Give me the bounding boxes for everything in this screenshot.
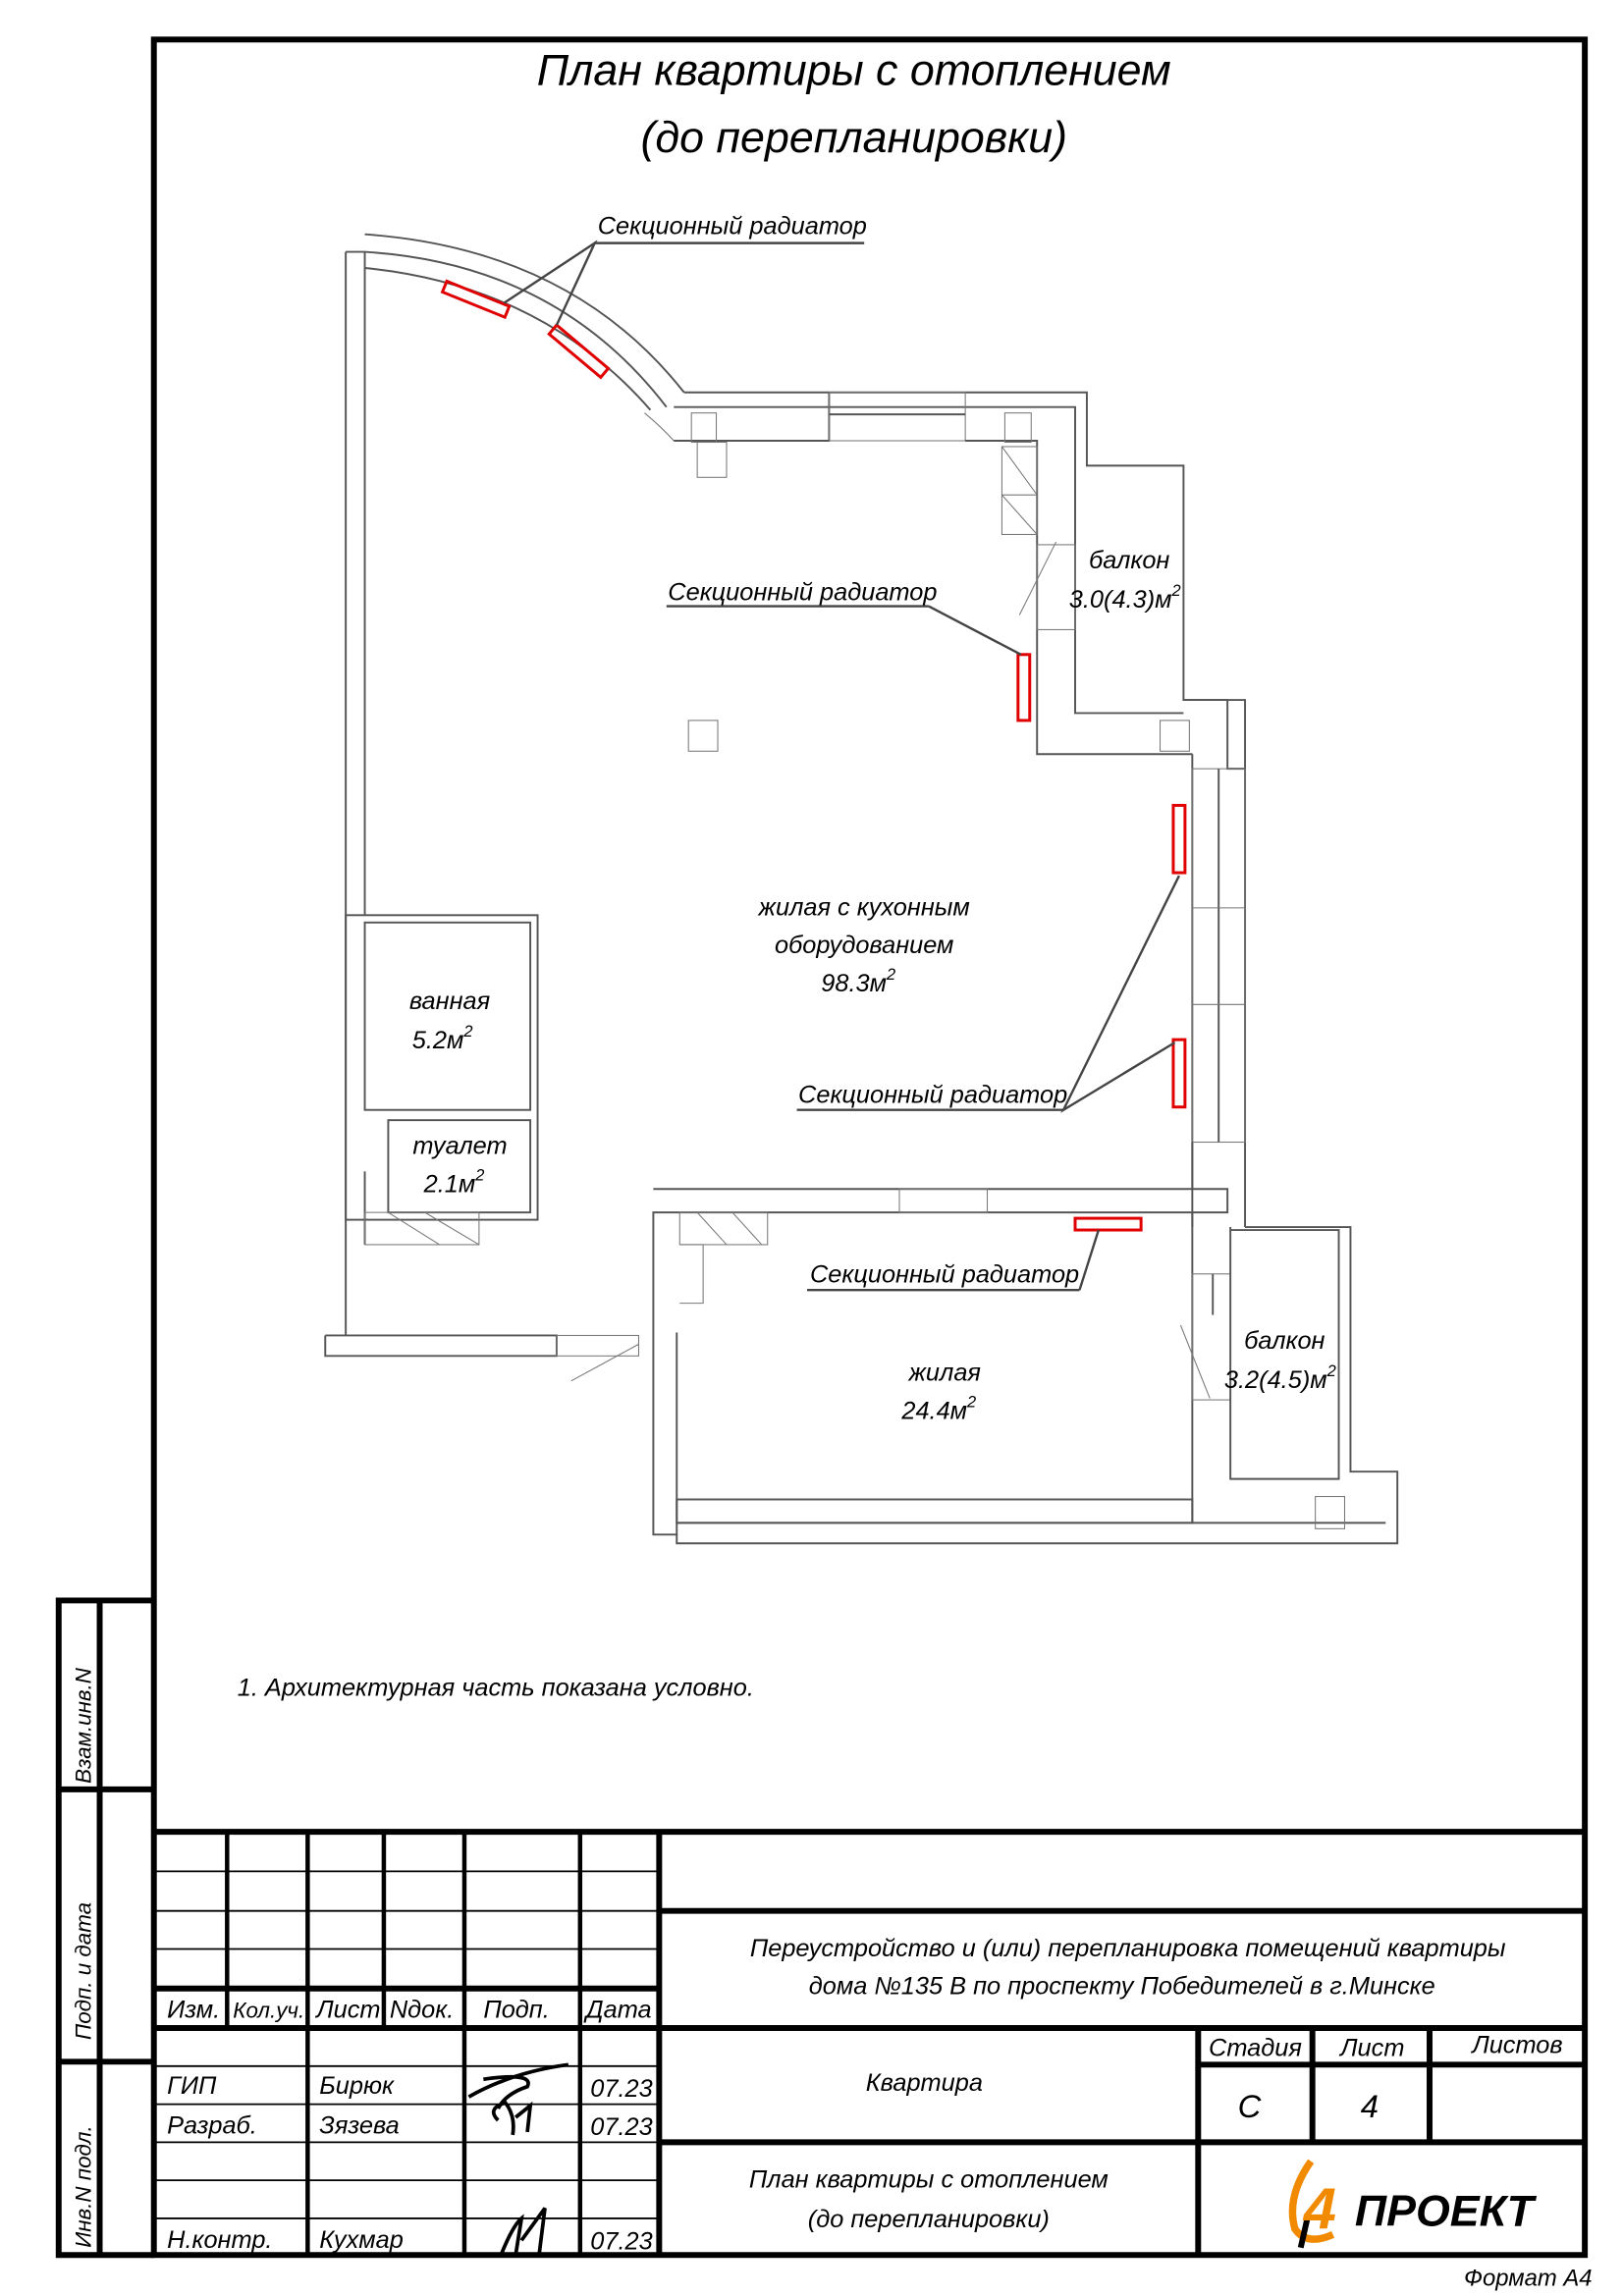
sheet-frame — [150, 36, 1589, 2259]
header-izm: Изм. — [167, 1997, 220, 2024]
radiator-6 — [1073, 1216, 1143, 1232]
header-podp: Подп. — [483, 1997, 549, 2024]
project-line1: Переустройство и (или) перепланировка по… — [750, 1935, 1506, 1962]
room-bath-name: ванная — [409, 988, 491, 1015]
room-balcony1-name: балкон — [1089, 547, 1169, 574]
room-balcony2-area: 3.2(4.5)м2 — [1224, 1362, 1336, 1394]
object-name: Квартира — [866, 2069, 983, 2097]
room-balcony2-name: балкон — [1244, 1327, 1325, 1355]
sheet-title-line1: План квартиры с отоплением — [749, 2166, 1109, 2194]
date-razrab: 07.23 — [590, 2113, 652, 2141]
role-gip: ГИП — [167, 2072, 217, 2100]
radiator-4 — [1171, 803, 1187, 875]
room-toilet-area: 2.1м2 — [423, 1166, 485, 1198]
room-living-area: 24.4м2 — [900, 1394, 976, 1425]
signatures — [467, 2062, 569, 2256]
logo-text: ПРОЕКТ — [1355, 2186, 1538, 2235]
leaders — [503, 240, 1180, 1292]
radiator-2 — [547, 323, 611, 380]
radiator-label-4: Секционный радиатор — [810, 1261, 1079, 1289]
room-balcony1-area: 3.0(4.3)м2 — [1069, 582, 1181, 614]
company-logo: 4 ПРОЕКТ — [1288, 2159, 1538, 2249]
floor-plan — [324, 233, 1399, 1545]
drawing-title-line2: (до перепланировки) — [640, 113, 1067, 162]
name-razrab: Зязева — [319, 2111, 399, 2139]
side-stamp-b: Подп. и дата — [72, 1902, 96, 2040]
role-razrab: Разраб. — [167, 2111, 257, 2139]
date-gip: 07.23 — [590, 2075, 652, 2103]
sheet-value: 4 — [1361, 2088, 1379, 2124]
radiators — [440, 279, 1187, 1232]
sheet-label: Лист — [1338, 2034, 1404, 2061]
side-stamp-c: Инв.N подл. — [72, 2125, 96, 2247]
room-labels: жилая с кухонным оборудованием 98.3м2 ва… — [409, 547, 1336, 1425]
stage-label: Стадия — [1209, 2034, 1302, 2061]
sheet-title-line2: (до перепланировки) — [808, 2206, 1050, 2233]
radiator-1 — [440, 279, 512, 320]
radiator-label-1: Секционный радиатор — [598, 213, 867, 240]
side-stamp-a: Взам.инв.N — [72, 1667, 96, 1784]
room-living-kitchen-name1: жилая с кухонным — [758, 893, 970, 921]
name-nkontr: Кухмар — [319, 2226, 404, 2254]
drawing-title-line1: План квартиры с отоплением — [537, 46, 1171, 95]
header-ndok: Nдок. — [390, 1997, 454, 2024]
radiator-label-2: Секционный радиатор — [668, 579, 937, 607]
room-living-kitchen-area: 98.3м2 — [821, 966, 895, 997]
radiator-3 — [1016, 653, 1032, 722]
header-list: Лист — [314, 1997, 380, 2024]
logo-digit: 4 — [1303, 2175, 1336, 2241]
room-bath-area: 5.2м2 — [412, 1023, 473, 1054]
date-nkontr: 07.23 — [590, 2227, 652, 2255]
radiator-5 — [1171, 1038, 1187, 1109]
title-block: Изм. Кол.уч. Лист Nдок. Подп. Дата ГИП Б… — [153, 1829, 1586, 2256]
project-line2: дома №135 В по проспекту Победителей в г… — [809, 1973, 1435, 2001]
role-nkontr: Н.контр. — [167, 2226, 272, 2254]
stage-value: С — [1238, 2088, 1262, 2124]
sheets-label: Листов — [1470, 2031, 1562, 2058]
side-stamp: Взам.инв.N Подп. и дата Инв.N подл. — [55, 1597, 154, 2259]
radiator-label-3: Секционный радиатор — [798, 1081, 1067, 1108]
header-kol-uch: Кол.уч. — [233, 1999, 304, 2023]
note-text: 1. Архитектурная часть показана условно. — [238, 1674, 754, 1701]
room-living-kitchen-name2: оборудованием — [775, 932, 953, 959]
header-data: Дата — [583, 1997, 652, 2024]
format-label: Формат А4 — [1464, 2266, 1593, 2292]
name-gip: Бирюк — [319, 2072, 395, 2100]
room-toilet-name: туалет — [412, 1132, 507, 1159]
room-living-name: жилая — [908, 1360, 982, 1387]
